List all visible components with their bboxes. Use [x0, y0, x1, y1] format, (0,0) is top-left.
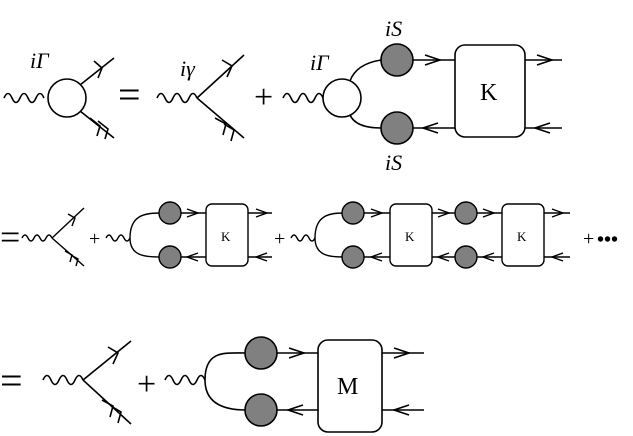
propagator-blob-top: [380, 43, 414, 77]
kernel-label: K: [480, 80, 498, 106]
propagator-blob: [158, 201, 182, 225]
photon-line: [3, 92, 45, 104]
kernel-box: [454, 44, 526, 138]
ladder-term-k: K iΓ iS iS: [282, 16, 562, 175]
plus-sign: +: [89, 228, 100, 250]
photon-line: [282, 92, 324, 104]
propagator-blob: [158, 245, 182, 269]
kernel-m-term: M: [164, 336, 424, 433]
row-1-equation: iΓ = iγ + K: [3, 16, 562, 175]
equals-sign: =: [0, 217, 20, 257]
arrow-out: [221, 59, 234, 78]
photon-line: [156, 92, 198, 104]
vertex-blob: [322, 78, 362, 118]
kernel-box: [205, 203, 249, 267]
photon-line: [42, 374, 84, 386]
photon-line: [21, 234, 53, 242]
kernel-box: [501, 203, 545, 267]
label-i-gamma-bare: iγ: [180, 56, 196, 81]
label-i-gamma-full-2: iΓ: [310, 50, 330, 75]
vertex-blob: [47, 78, 87, 118]
one-kernel-term: K: [105, 201, 272, 269]
bare-vertex-small: [21, 207, 85, 267]
photon-line: [164, 374, 206, 386]
two-kernel-term: K K: [290, 201, 570, 269]
full-vertex-lhs: iΓ: [3, 48, 115, 140]
equals-sign: =: [118, 72, 141, 117]
propagator-blob-bottom: [380, 111, 414, 145]
row-3-equation: = + M: [0, 336, 424, 433]
propagator-blob-bottom: [244, 393, 278, 427]
kernel-box: [389, 203, 433, 267]
propagator-blob: [454, 201, 478, 225]
label-is-bottom: iS: [385, 150, 402, 175]
kernel-label: K: [221, 229, 231, 244]
plus-sign: +: [274, 228, 285, 250]
kernel-label: K: [517, 229, 527, 244]
kernel-box: [317, 339, 383, 433]
propagator-blob: [341, 245, 365, 269]
plus-sign: +: [137, 366, 156, 403]
equals-sign: =: [0, 358, 23, 403]
arrow-in: [89, 117, 101, 137]
propagator-blob: [454, 245, 478, 269]
kernel-label: M: [337, 374, 358, 400]
photon-line: [290, 234, 316, 242]
label-is-top: iS: [385, 16, 402, 41]
kernel-label: K: [405, 229, 415, 244]
photon-line: [105, 234, 131, 242]
bare-vertex: iγ: [156, 54, 245, 142]
propagator-blob-top: [244, 336, 278, 370]
label-i-gamma-full: iΓ: [30, 48, 50, 73]
propagator-blob: [341, 201, 365, 225]
arrow-out: [93, 60, 103, 79]
arrow-in: [214, 117, 227, 136]
plus-sign: +: [254, 79, 273, 116]
ellipsis: •••: [597, 229, 618, 251]
bare-vertex-row3: [42, 340, 132, 425]
row-2-expansion: = + K +: [0, 201, 618, 269]
plus-sign: +: [583, 228, 594, 250]
